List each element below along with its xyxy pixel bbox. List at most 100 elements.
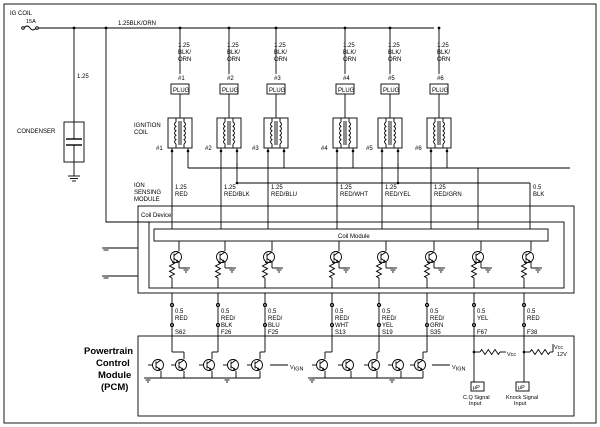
coil-supply-color-2: ORN bbox=[437, 57, 450, 63]
module-transistor bbox=[263, 251, 275, 263]
coil-out-color: RED/YEL bbox=[385, 192, 411, 198]
ground-symbol bbox=[182, 267, 190, 273]
wire bbox=[345, 359, 352, 364]
coil-out-size: 1.25 bbox=[385, 185, 397, 191]
plug-label: PLUG bbox=[432, 88, 449, 94]
module-resistor bbox=[470, 261, 478, 279]
ground-symbol bbox=[228, 267, 236, 273]
coil-module-outer bbox=[148, 221, 565, 289]
pcm-wire-color-1: RED/ bbox=[335, 316, 350, 322]
pcm-transistor bbox=[342, 359, 354, 371]
pcm-pin: S62 bbox=[175, 330, 186, 336]
pcm-wire-color-1: RED/ bbox=[268, 316, 283, 322]
module-resistor bbox=[520, 261, 528, 279]
condenser: 1.25 CONDENSER bbox=[17, 28, 89, 182]
pcm-wire-color-2: BLU bbox=[268, 323, 280, 329]
ignition-coil-4 bbox=[332, 117, 358, 155]
extra-out-color: BLK bbox=[533, 192, 544, 198]
coil-supply-color-2: ORN bbox=[274, 57, 287, 63]
pcm-label-3: Module bbox=[98, 370, 131, 381]
knock-mup-box bbox=[515, 381, 530, 392]
knock-label-2: Input bbox=[514, 401, 527, 407]
plug-label: PLUG bbox=[383, 88, 400, 94]
ground-symbol bbox=[144, 377, 152, 383]
condenser-wire: 1.25 bbox=[77, 74, 89, 80]
module-resistor bbox=[214, 261, 222, 279]
module-transistor bbox=[377, 251, 389, 263]
cq-label-2: Input bbox=[469, 401, 482, 407]
ignition-coil-3 bbox=[263, 117, 289, 155]
device-grounds bbox=[102, 247, 138, 279]
wire bbox=[525, 251, 532, 256]
ignition-coil-5 bbox=[377, 117, 403, 155]
ion-label-1: ION bbox=[134, 183, 145, 189]
ground-symbol bbox=[275, 267, 283, 273]
wire bbox=[395, 359, 402, 364]
ignition-coil-2 bbox=[216, 117, 242, 155]
coil-supply-color-1: BLK/ bbox=[437, 50, 450, 56]
wire bbox=[428, 251, 435, 256]
pcm-wire-color-1: YEL bbox=[477, 316, 489, 322]
ground-symbol bbox=[223, 377, 231, 383]
coil-supply-size: 1.25 bbox=[343, 43, 355, 49]
plug-number: #2 bbox=[227, 76, 234, 82]
pcm-wire-size: 0.5 bbox=[335, 309, 344, 315]
pcm-pin: S13 bbox=[335, 330, 346, 336]
wire bbox=[266, 251, 273, 256]
coil-number: #3 bbox=[252, 146, 259, 152]
wire bbox=[319, 359, 326, 364]
module-resistor bbox=[423, 261, 431, 279]
pcm-transistor bbox=[152, 359, 164, 371]
ignition-coil-label-2: COIL bbox=[134, 130, 149, 136]
ignition-coil-6 bbox=[426, 117, 452, 155]
coil-out-color: RED bbox=[175, 192, 188, 198]
module-resistor bbox=[375, 261, 383, 279]
module-transistor bbox=[170, 251, 182, 263]
ion-label-3: MODULE bbox=[134, 197, 160, 203]
pcm-transistor bbox=[175, 359, 187, 371]
cq-label-1: C.Q Signal bbox=[463, 395, 490, 401]
pcm-wire-size: 0.5 bbox=[430, 309, 439, 315]
pcm-pin: S19 bbox=[382, 330, 393, 336]
plug-label: PLUG bbox=[338, 88, 355, 94]
ignition-coil-label-1: IGNITION bbox=[134, 123, 161, 129]
frame bbox=[3, 3, 597, 424]
cq-input: Vcc μP C.Q Signal Input bbox=[463, 352, 516, 407]
knock-resistor bbox=[529, 348, 551, 356]
wire bbox=[219, 251, 226, 256]
plug-number: #1 bbox=[178, 76, 185, 82]
pcm-transistor bbox=[392, 359, 404, 371]
pcm-wire-size: 0.5 bbox=[221, 309, 230, 315]
ground-symbol bbox=[389, 267, 397, 273]
pcm-wire-size: 0.5 bbox=[175, 309, 184, 315]
plug-number: #4 bbox=[343, 76, 350, 82]
extra-out-size: 0.5 bbox=[533, 185, 542, 191]
vign-label-2: VIGN bbox=[452, 365, 465, 373]
pcm-transistor bbox=[316, 359, 328, 371]
coil-out-size: 1.25 bbox=[175, 185, 187, 191]
plug-label: PLUG bbox=[269, 88, 286, 94]
coil-supply-color-2: ORN bbox=[227, 57, 240, 63]
pcm-wire-color-1: RED/ bbox=[430, 316, 445, 322]
wire bbox=[371, 359, 378, 364]
ion-label-2: SENSING bbox=[134, 190, 161, 196]
main-wire-label: 1.25BLK/ORN bbox=[118, 21, 156, 27]
coil-number: #5 bbox=[366, 146, 373, 152]
pcm-label-2: Control bbox=[96, 358, 130, 369]
coil-out-size: 1.25 bbox=[434, 185, 446, 191]
pcm-pin: F25 bbox=[268, 330, 279, 336]
pcm-wire-color-2: BLK bbox=[221, 323, 232, 329]
ground-symbol bbox=[308, 377, 316, 383]
pcm-wire-color-1: RED bbox=[527, 316, 540, 322]
pcm-wire-color-2: GRN bbox=[430, 323, 443, 329]
pcm-wire-color-2: YEL bbox=[382, 323, 394, 329]
plug-number: #3 bbox=[274, 76, 281, 82]
wire bbox=[417, 359, 424, 364]
wire bbox=[380, 251, 387, 256]
coil-supply-color-1: BLK/ bbox=[343, 50, 356, 56]
